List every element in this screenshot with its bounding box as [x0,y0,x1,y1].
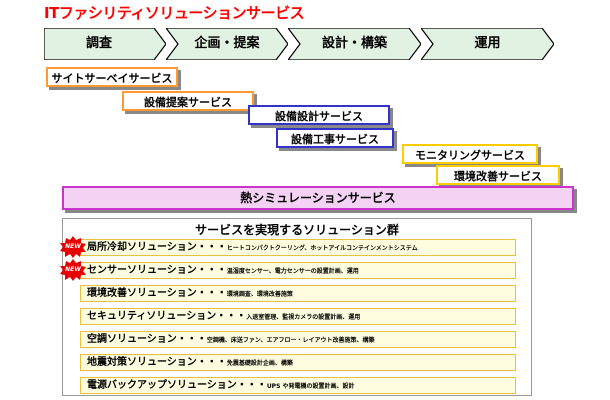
phase-arrow-shape [421,28,554,60]
phase-label: 設計・構築 [321,36,387,51]
new-badge-label: NEW [65,266,81,273]
phase-planning: 企画・提案 [166,28,288,60]
service-equipment-proposal: 設備提案サービス [122,91,254,111]
phase-label: 企画・提案 [194,36,260,51]
solution-separator: ・・・ [176,334,207,345]
solution-name: 空調ソリューション [87,334,177,345]
service-thermal-simulation: 熱シミュレーションサービス [62,186,574,210]
phase-arrow-shape [288,28,421,60]
phase-label: 調査 [85,36,112,51]
phase-design: 設計・構築 [288,28,421,60]
phase-flow: 調査 企画・提案 設計・構築 運用 [44,28,554,60]
phase-label: 運用 [474,36,501,51]
solution-name: 電源バックアップソリューション [87,380,237,391]
solution-separator: ・・・ [196,242,227,253]
solutions-group-title: サービスを実現するソリューション群 [195,223,399,237]
solution-separator: ・・・ [196,357,227,368]
phase-arrow-shape [44,28,166,60]
phase-survey: 調査 [44,28,166,60]
solution-description: 環境調査、環境改善施策 [226,291,293,298]
solution-description: 免震基礎設計企画、構築 [226,360,293,367]
solution-row-sensor: センサーソリューション・・・温湿度センサー、電力センサーの設置計画、運用 [80,262,516,279]
service-site-survey: サイトサーベイサービス [46,67,178,87]
solution-name: セキュリティソリューション [87,311,217,322]
solution-description: 温湿度センサー、電力センサーの設置計画、運用 [226,268,359,275]
solution-row-local-cooling: 局所冷却ソリューション・・・ヒートコンパクトクーリング、ホットアイルコンテインメ… [80,239,516,256]
solution-separator: ・・・ [196,265,227,276]
new-badge-label: NEW [65,243,81,250]
solution-row-earthquake: 地震対策ソリューション・・・免震基礎設計企画、構築 [80,354,516,371]
solution-separator: ・・・ [196,288,227,299]
service-environment-improvement: 環境改善サービス [436,165,560,185]
solution-description: UPS や発電機の設置計画、設計 [266,383,355,390]
solution-name: 局所冷却ソリューション [87,242,197,253]
solution-row-air-conditioning: 空調ソリューション・・・空調機、床送ファン、エアフロー・レイアウト改善施策、構築 [80,331,516,348]
solution-row-security: セキュリティソリューション・・・入退室管理、監視カメラの設置計画、運用 [80,308,516,325]
service-equipment-construction: 設備工事サービス [276,128,394,148]
new-badge-icon: NEW [60,236,86,258]
phase-operation: 運用 [421,28,554,60]
solution-name: 地震対策ソリューション [87,357,197,368]
solution-separator: ・・・ [236,380,267,391]
solution-description: 入退室管理、監視カメラの設置計画、運用 [246,314,361,321]
new-badge-icon: NEW [60,259,86,281]
solution-description: ヒートコンパクトクーリング、ホットアイルコンテインメントシステム [226,245,418,252]
solution-name: センサーソリューション [87,265,197,276]
solution-row-power-backup: 電源バックアップソリューション・・・UPS や発電機の設置計画、設計 [80,377,516,394]
solution-row-environment: 環境改善ソリューション・・・環境調査、環境改善施策 [80,285,516,302]
service-monitoring: モニタリングサービス [402,144,538,164]
service-equipment-design: 設備設計サービス [248,105,390,125]
solution-separator: ・・・ [216,311,247,322]
solution-name: 環境改善ソリューション [87,288,197,299]
solution-description: 空調機、床送ファン、エアフロー・レイアウト改善施策、構築 [206,337,375,344]
page-title: ITファシリティソリューションサービス [44,4,305,22]
phase-arrow-shape [166,28,288,60]
